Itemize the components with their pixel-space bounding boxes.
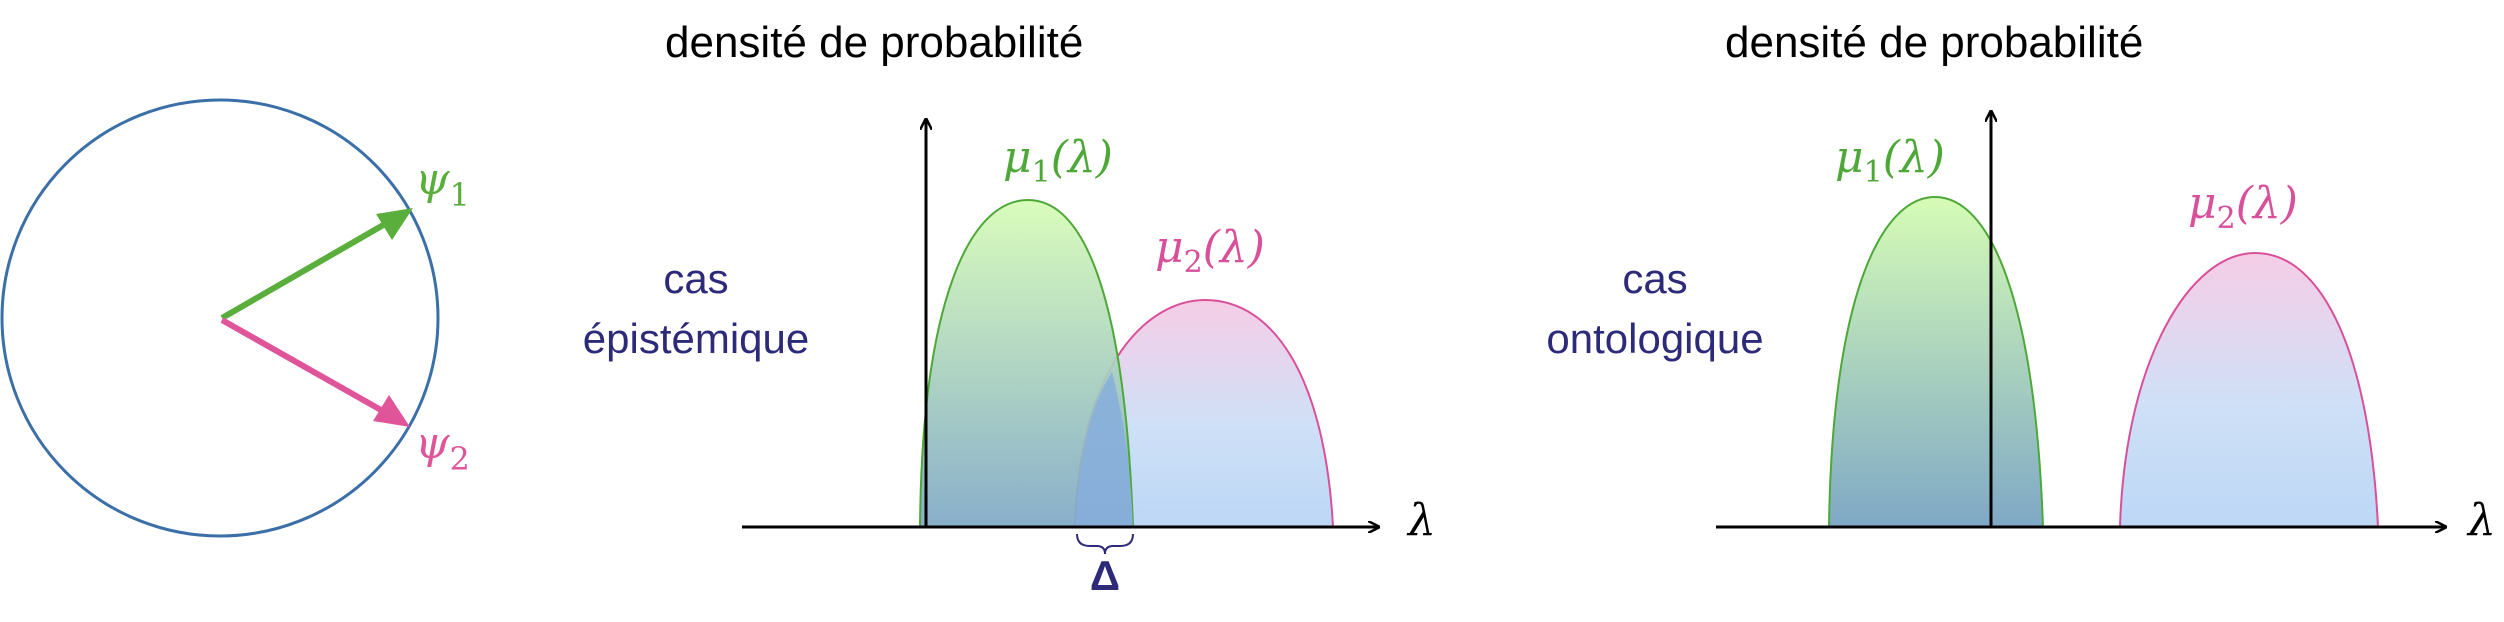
ontic-axis-lambda: λ: [2466, 495, 2496, 546]
ontic-mu2-curve: [2118, 251, 2380, 528]
ontic-mu2-symbol: μ: [2188, 178, 2217, 229]
psi2-symbol: ψ: [415, 418, 450, 469]
ontic-case-line1: cas: [1622, 255, 1687, 302]
overlap-delta-label: Δ: [1090, 552, 1120, 599]
epistemic-mu2-label: μ2(λ): [1155, 222, 1265, 280]
ontic-mu2-arg: (λ): [2236, 178, 2298, 229]
ontic-title: densité de probabilité: [1725, 18, 2143, 67]
psi2-arrowhead: [373, 395, 410, 427]
epistemic-axis-lambda: λ: [1406, 495, 1436, 546]
ontic-mu1-symbol: μ: [1835, 132, 1864, 183]
psi1-arrowhead: [376, 208, 413, 240]
overlap-brace: [1076, 533, 1134, 555]
epistemic-mu2-sub: 2: [1184, 245, 1203, 280]
psi2-label: ψ2: [415, 418, 470, 478]
psi1-label: ψ1: [415, 154, 470, 214]
psi1-subscript: 1: [450, 176, 470, 214]
psi1-symbol: ψ: [415, 154, 450, 205]
ontic-mu1-curve: [1827, 195, 2045, 528]
ontic-case-line2: ontologique: [1546, 315, 1763, 362]
psi2-vector: [220, 317, 390, 417]
epistemic-mu1-curve: [918, 198, 1135, 528]
epistemic-case-line1: cas: [663, 255, 728, 302]
ontic-mu2-label: μ2(λ): [2188, 178, 2298, 236]
epistemic-panel: densité de probabilité cas épistémique λ…: [583, 18, 1436, 599]
epistemic-case-line2: épistémique: [583, 315, 809, 362]
state-circle: [0, 98, 440, 538]
state-circle-panel: ψ1 ψ2: [0, 98, 470, 538]
ontic-mu2-sub: 2: [2217, 201, 2236, 236]
ontic-mu1-arg: (λ): [1883, 132, 1945, 183]
epistemic-mu2-arg: (λ): [1203, 222, 1265, 273]
ontic-mu1-sub: 1: [1864, 155, 1883, 190]
epistemic-overlap-region: [1075, 372, 1133, 527]
epistemic-mu1-sub: 1: [1032, 155, 1051, 190]
epistemic-mu1-arg: (λ): [1051, 132, 1113, 183]
ontic-panel: densité de probabilité cas ontologique λ…: [1546, 18, 2495, 546]
epistemic-title: densité de probabilité: [665, 18, 1083, 67]
psi1-vector: [220, 217, 394, 321]
epistemic-mu1-label: μ1(λ): [1003, 132, 1113, 190]
epistemic-mu1-symbol: μ: [1003, 132, 1032, 183]
psi2-subscript: 2: [450, 440, 470, 478]
epistemic-mu2-symbol: μ: [1155, 222, 1184, 273]
ontic-mu1-label: μ1(λ): [1835, 132, 1945, 190]
